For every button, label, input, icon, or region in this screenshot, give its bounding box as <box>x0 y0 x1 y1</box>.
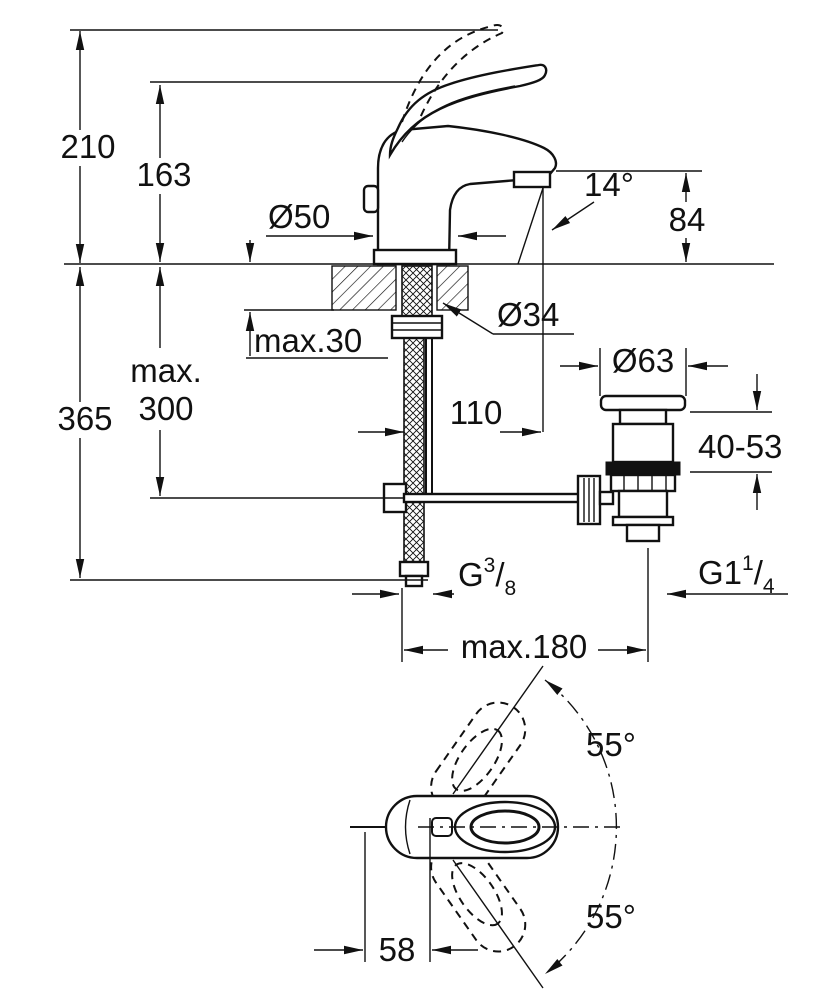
counter-slab-left <box>331 265 397 311</box>
dim-dia63-label: Ø63 <box>612 342 674 379</box>
dim-dia63: Ø63 <box>560 342 728 379</box>
dim-84: 84 <box>669 173 706 262</box>
dim-40-53-label: 40-53 <box>698 428 782 465</box>
dim-55-up-label: 55° <box>586 726 636 763</box>
rod-link <box>598 490 615 506</box>
counter-slab-right <box>436 265 469 311</box>
dimensions-top-view: 55° 55° 58 <box>314 726 636 968</box>
top-view <box>350 665 624 989</box>
supply-assembly <box>382 265 615 588</box>
faucet-body-outline <box>376 124 558 266</box>
aerator <box>512 170 552 189</box>
dim-84-label: 84 <box>669 201 706 238</box>
dim-163-label: 163 <box>136 156 191 193</box>
spout-angle-line <box>517 187 544 265</box>
waste-seal <box>605 461 681 476</box>
dim-dia34-leader <box>442 302 494 335</box>
dim-max300: max. 300 <box>130 267 202 496</box>
pop-up-rod-horizontal <box>402 492 582 504</box>
dim-365: 365 <box>57 267 113 578</box>
swivel-arc <box>544 679 618 975</box>
dim-55-down-label: 55° <box>586 898 636 935</box>
dim-365-label: 365 <box>57 400 112 437</box>
hose-connector <box>398 560 430 578</box>
dim-14deg-leader <box>551 201 595 231</box>
dim-210-label: 210 <box>60 128 115 165</box>
side-view <box>64 23 774 588</box>
dim-g38: G3/8 <box>352 554 516 600</box>
mounting-nut <box>390 314 444 340</box>
waste-upper-body <box>611 422 675 464</box>
dim-max180-label: max.180 <box>461 628 588 665</box>
radial-line-lower <box>452 859 544 989</box>
dim-max300-label-line2: 300 <box>138 390 193 427</box>
dim-g114: G11/4 <box>667 552 788 599</box>
pop-up-rod-vertical <box>425 337 433 497</box>
counter-section <box>64 263 774 311</box>
dim-max30: max.30 <box>245 240 388 359</box>
pop-up-waste <box>599 394 687 543</box>
dim-210: 210 <box>60 31 116 263</box>
waste-neck <box>618 408 668 426</box>
waste-lower-body <box>617 489 669 519</box>
lever-inner-line <box>401 85 516 143</box>
braided-hose <box>403 337 425 563</box>
dim-dia50-label: Ø50 <box>268 198 330 235</box>
dimensions-side-view: 210 163 365 max. 300 max.30 <box>57 29 788 665</box>
hose-connector-tip <box>404 574 424 588</box>
dim-14deg-label: 14° <box>584 166 634 203</box>
lever-raised-position-dashed <box>401 23 504 123</box>
dim-dia34: Ø34 <box>442 296 574 335</box>
dim-40-53: 40-53 <box>698 374 782 510</box>
waste-thread-label: G11/4 <box>698 552 775 598</box>
dim-14deg: 14° <box>551 166 634 231</box>
dim-dia50: Ø50 <box>266 198 506 241</box>
dim-163: 163 <box>136 85 192 262</box>
plan-body-inner-arc <box>404 799 411 855</box>
spout-angle-lines <box>517 187 544 432</box>
supply-thread-label: G3/8 <box>458 554 516 600</box>
waste-tailpiece <box>625 523 661 543</box>
lever-pivot-tab <box>362 184 380 214</box>
dim-max30-label: max.30 <box>254 322 362 359</box>
dim-110-label: 110 <box>450 394 503 431</box>
waste-bottom-ring <box>611 515 675 527</box>
faucet-base-plinth <box>372 248 458 266</box>
dim-dia34-label: Ø34 <box>497 296 559 333</box>
dim-max180: max.180 <box>404 628 646 665</box>
dim-max300-label-line1: max. <box>130 352 202 389</box>
faucet-body <box>362 23 558 266</box>
dim-110: 110 <box>358 394 541 437</box>
dim-58-label: 58 <box>379 931 416 968</box>
waste-flange <box>599 394 687 412</box>
radial-line-upper <box>452 665 544 795</box>
